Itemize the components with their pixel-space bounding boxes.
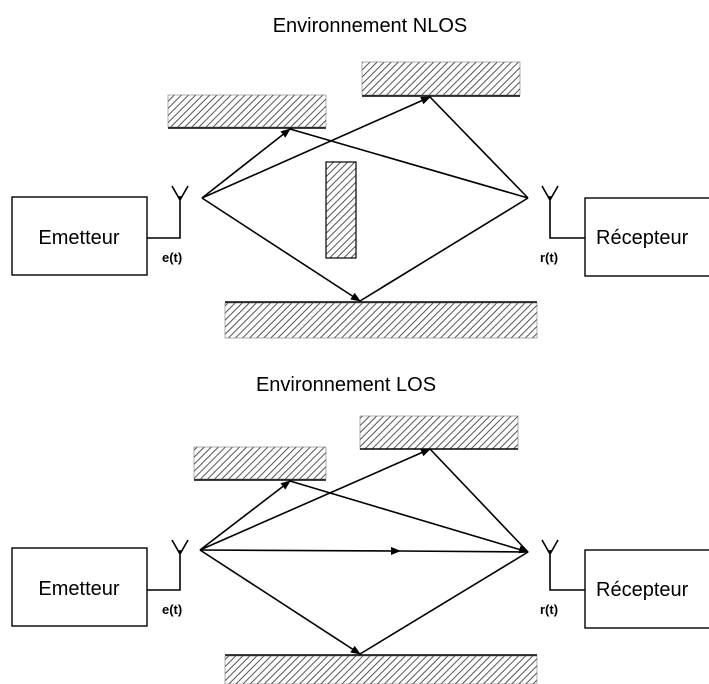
los-transmitter-box bbox=[11, 547, 148, 627]
nlos-rx-antenna-icon bbox=[541, 185, 585, 239]
nlos-obstacle-top-right bbox=[361, 61, 521, 97]
los-tx-antenna-icon bbox=[147, 539, 189, 591]
nlos-obstacle-top-left bbox=[167, 94, 327, 129]
los-rx-antenna-icon bbox=[541, 539, 585, 591]
los-signal-paths bbox=[199, 448, 529, 655]
los-receiver-label: Récepteur bbox=[596, 579, 689, 601]
los-title: Environnement LOS bbox=[256, 374, 436, 396]
nlos-tx-signal: e(t) bbox=[162, 250, 182, 265]
los-receiver-box bbox=[584, 549, 709, 629]
nlos-tx-antenna-icon bbox=[147, 185, 189, 239]
los-diagram: Environnement LOS Emetteur e(t) Récepteu… bbox=[11, 374, 709, 684]
nlos-receiver-box bbox=[584, 197, 709, 277]
nlos-transmitter-label: Emetteur bbox=[38, 227, 119, 249]
los-direct-path bbox=[199, 546, 401, 555]
los-obstacle-bottom bbox=[224, 654, 538, 684]
nlos-obstacle-bottom bbox=[224, 301, 538, 339]
nlos-obstacle-center bbox=[325, 161, 357, 259]
nlos-signal-paths bbox=[201, 96, 529, 302]
los-rx-signal: r(t) bbox=[540, 602, 558, 617]
los-tx-signal: e(t) bbox=[162, 602, 182, 617]
nlos-receiver-label: Récepteur bbox=[596, 227, 689, 249]
los-obstacle-top-left bbox=[193, 446, 327, 481]
nlos-diagram: Environnement NLOS Emetteur e(t) Récepte… bbox=[11, 15, 709, 339]
nlos-transmitter-box bbox=[11, 196, 148, 276]
nlos-title: Environnement NLOS bbox=[273, 15, 468, 37]
los-transmitter-label: Emetteur bbox=[38, 578, 119, 600]
los-obstacle-top-right bbox=[359, 415, 519, 450]
nlos-rx-signal: r(t) bbox=[540, 250, 558, 265]
